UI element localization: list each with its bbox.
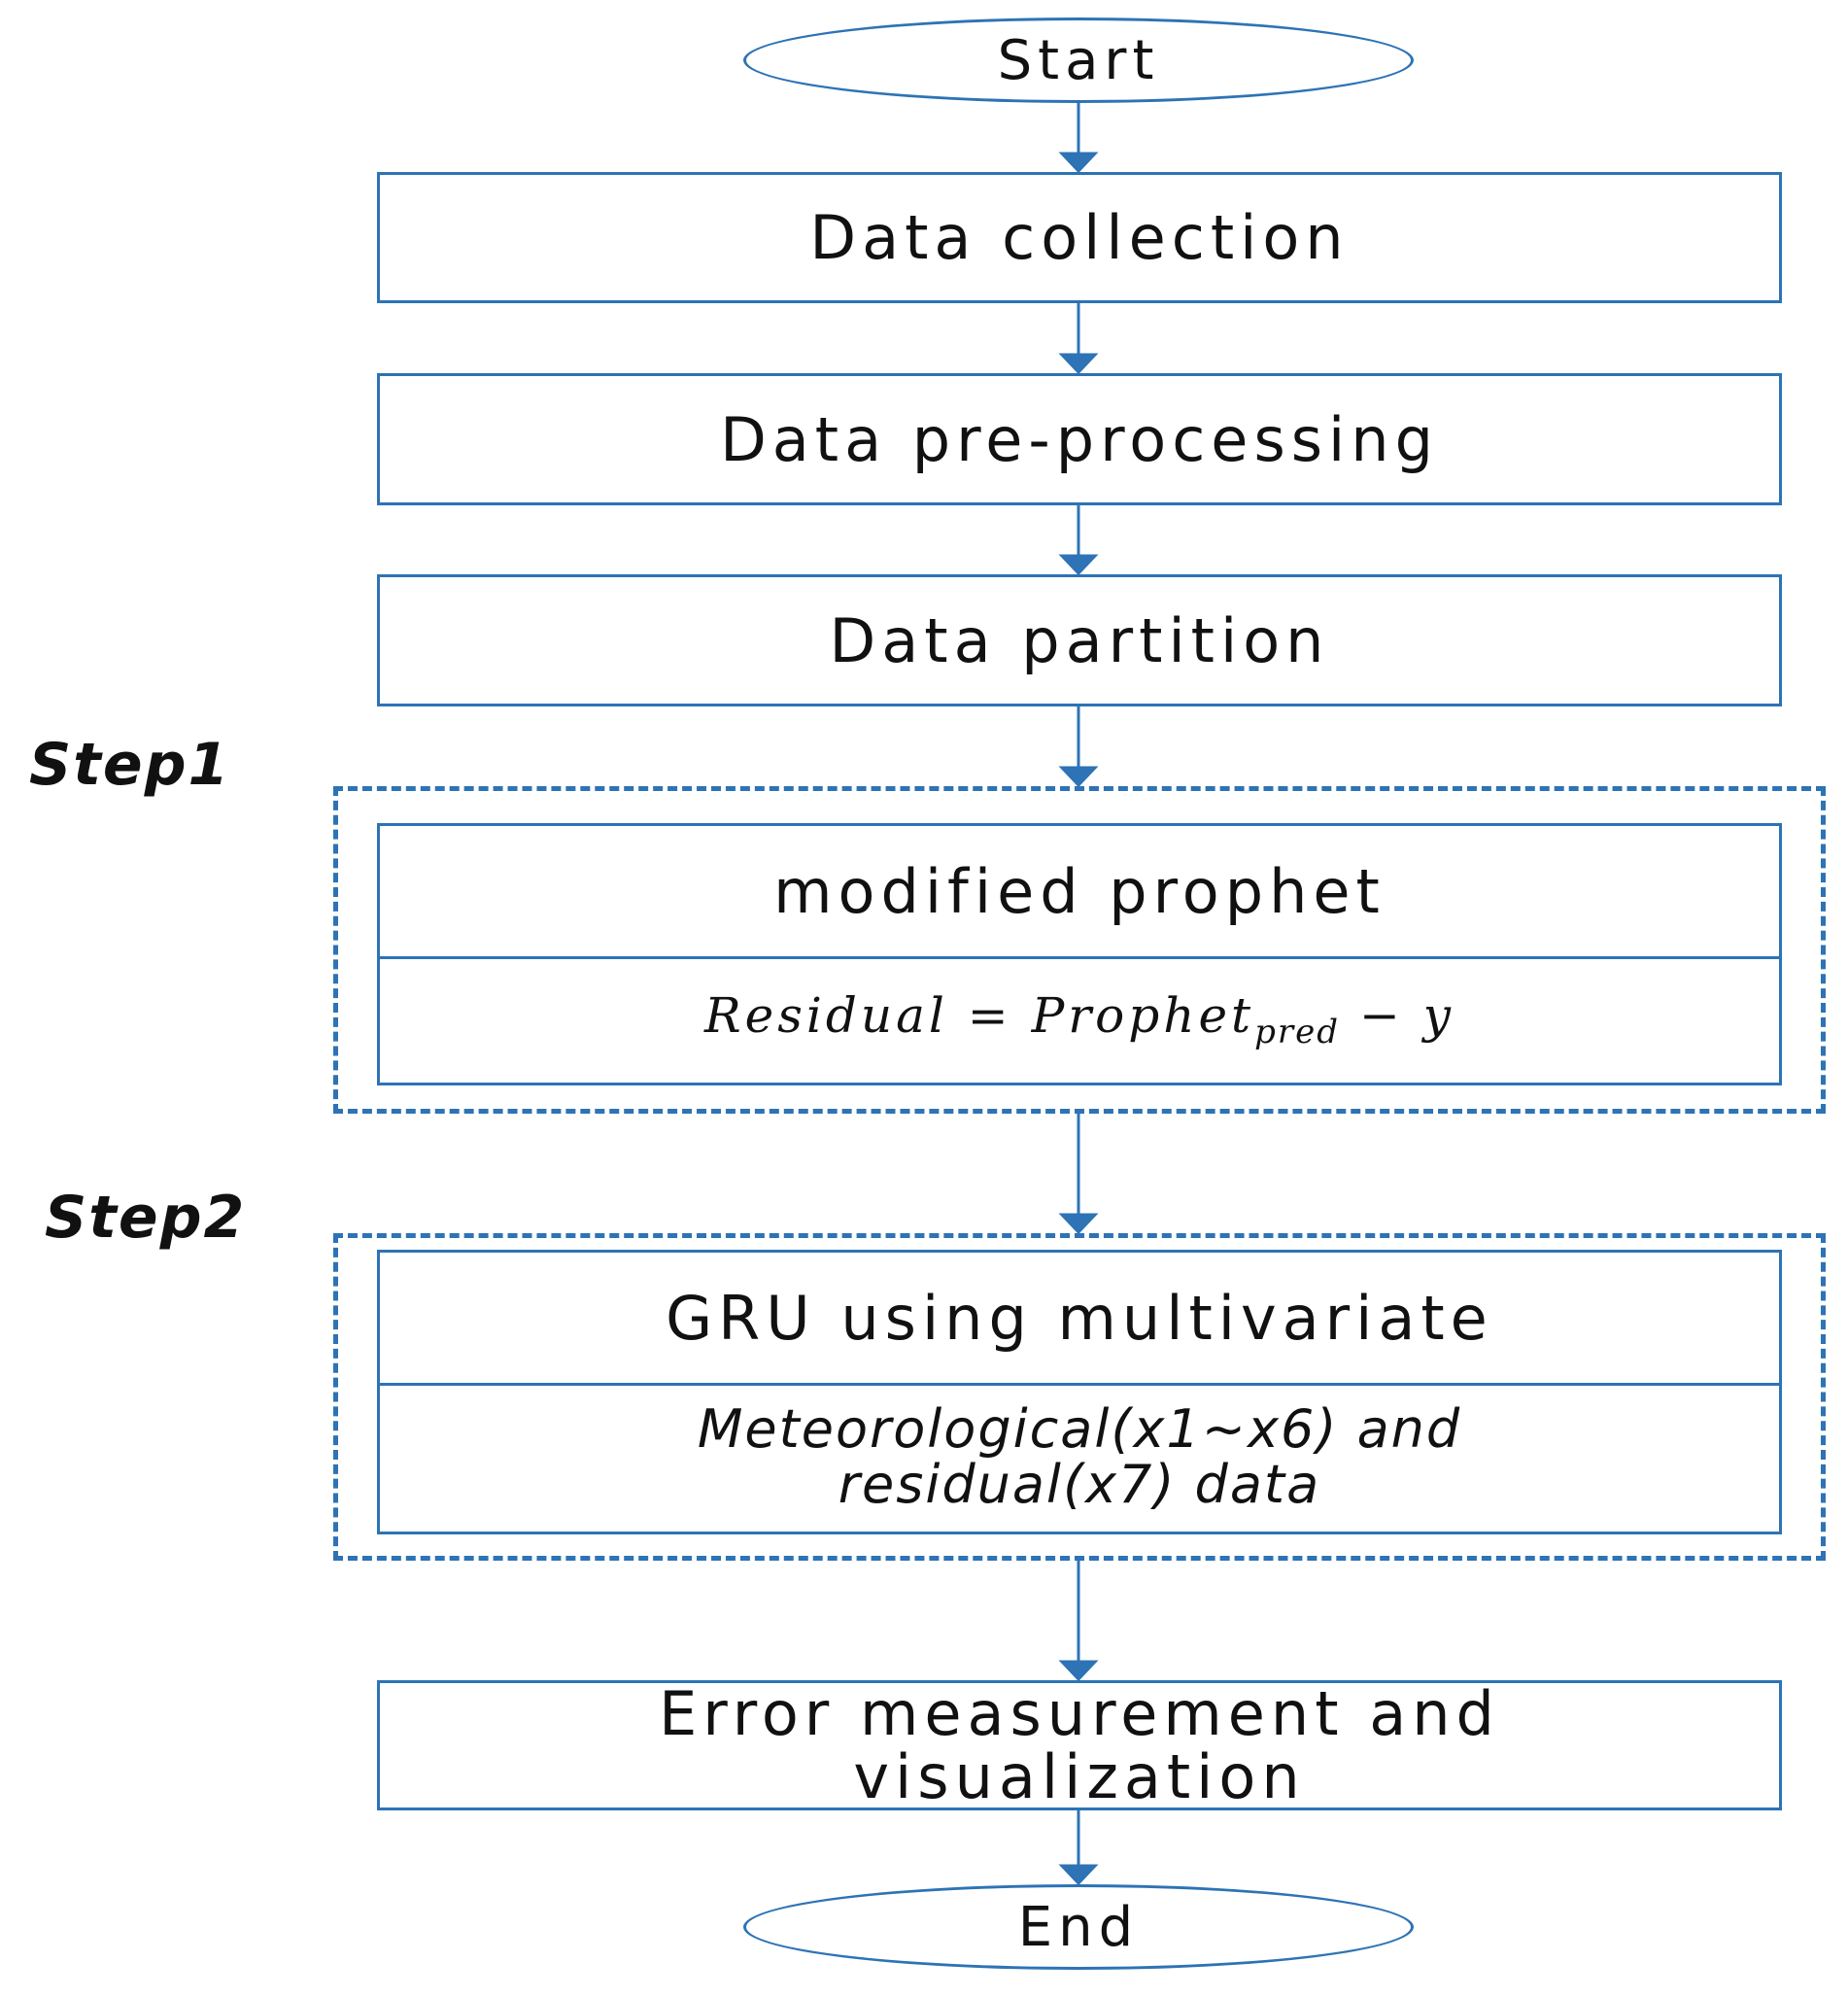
- data-preprocessing-box: Data pre-processing: [377, 373, 1782, 505]
- formula-subscript: pred: [1254, 1013, 1341, 1051]
- end-label: End: [1017, 1895, 1140, 1959]
- step1-label: Step1: [29, 731, 231, 799]
- start-terminal: Start: [743, 17, 1414, 103]
- error-measurement-line1: Error measurement and: [659, 1677, 1500, 1749]
- data-collection-box: Data collection: [377, 172, 1782, 303]
- data-partition-box: Data partition: [377, 574, 1782, 706]
- gru-input-line1: Meteorological(x1~x6) and: [697, 1397, 1462, 1460]
- gru-input-description: Meteorological(x1~x6) and residual(x7) d…: [697, 1397, 1462, 1515]
- formula-term: Prophet: [1031, 987, 1255, 1044]
- data-partition-label: Data partition: [829, 604, 1330, 676]
- modified-prophet-box: modified prophet Residual = Prophetpred …: [377, 823, 1782, 1085]
- start-label: Start: [997, 28, 1160, 92]
- error-measurement-box: Error measurement and visualization: [377, 1680, 1782, 1810]
- modified-prophet-title: modified prophet: [380, 826, 1779, 959]
- error-measurement-line2: visualization: [853, 1741, 1306, 1812]
- end-terminal: End: [743, 1884, 1414, 1970]
- formula-lhs: Residual: [704, 987, 948, 1044]
- gru-input-line2: residual(x7) data: [838, 1453, 1321, 1515]
- formula-rest: − y: [1340, 987, 1454, 1044]
- step2-group: [333, 1233, 1826, 1561]
- gru-box: GRU using multivariate Meteorological(x1…: [377, 1250, 1782, 1534]
- step1-group: [333, 786, 1826, 1114]
- residual-formula: Residual = Prophetpred − y: [704, 987, 1454, 1051]
- data-preprocessing-label: Data pre-processing: [720, 403, 1439, 475]
- modified-prophet-label: modified prophet: [773, 855, 1386, 927]
- gru-title: GRU using multivariate: [380, 1253, 1779, 1386]
- step2-label: Step2: [45, 1184, 247, 1252]
- formula-equals: =: [947, 987, 1032, 1044]
- data-collection-label: Data collection: [809, 202, 1350, 273]
- residual-formula-cell: Residual = Prophetpred − y: [380, 956, 1779, 1083]
- gru-label: GRU using multivariate: [666, 1282, 1493, 1354]
- gru-input-cell: Meteorological(x1~x6) and residual(x7) d…: [380, 1383, 1779, 1532]
